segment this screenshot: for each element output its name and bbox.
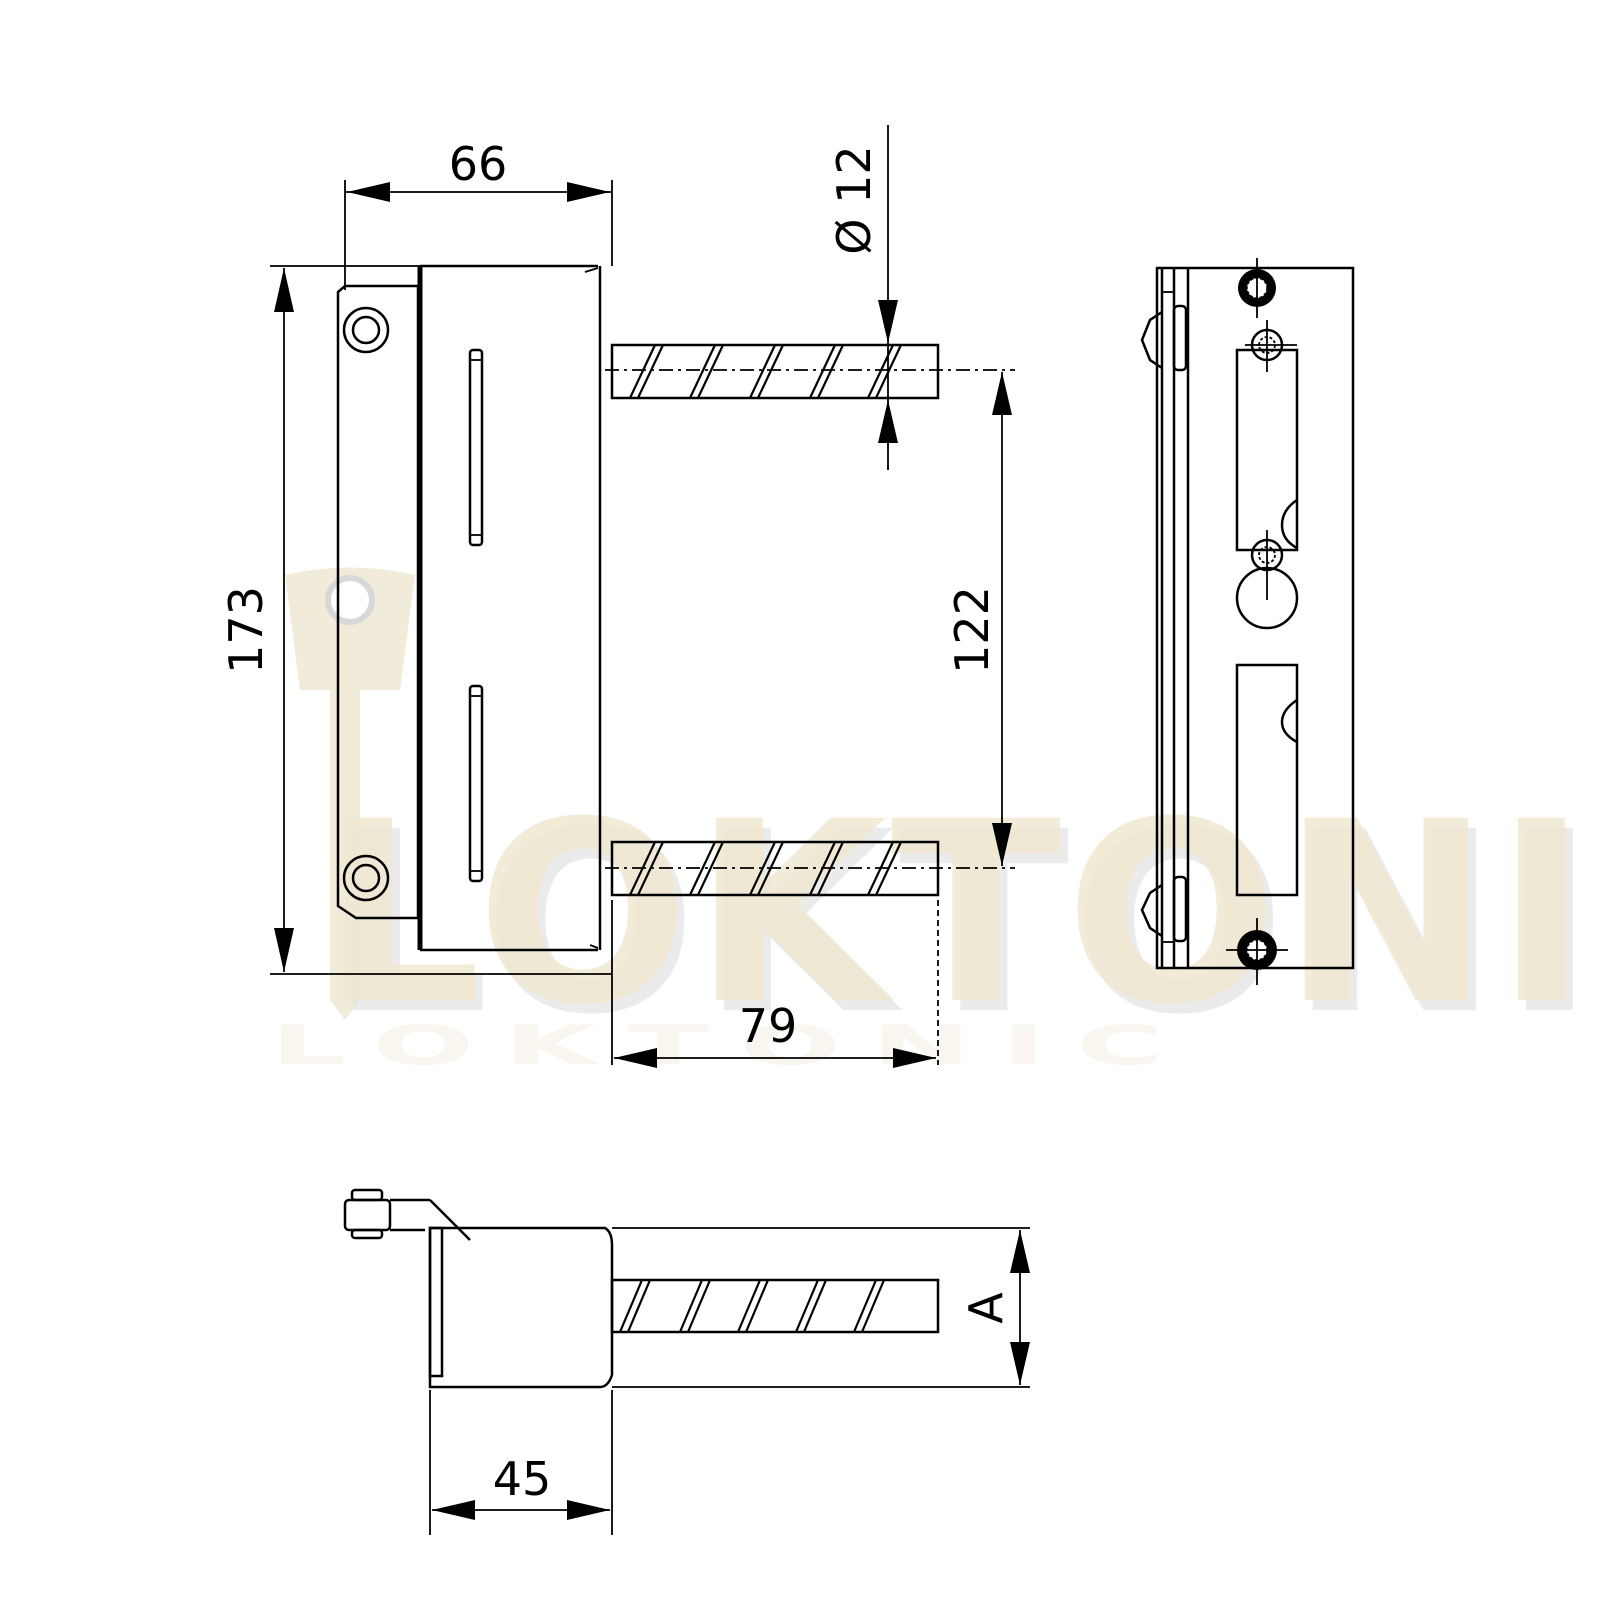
- top-view: [343, 1188, 1030, 1389]
- dimension-variable-a: A: [959, 1230, 1030, 1385]
- front-view: [336, 264, 1015, 952]
- watermark-text: LOKTONIC: [322, 768, 1600, 1059]
- watermark-reflection: LOKTONIC: [270, 1014, 1194, 1077]
- dimension-label-width: 66: [449, 137, 508, 191]
- dimension-label-height: 173: [219, 586, 273, 674]
- watermark: LOKTONIC LOKTONIC LOKTONIC: [270, 567, 1600, 1077]
- dimension-label-projection: 79: [739, 999, 798, 1053]
- dimension-label-diameter: Ø 12: [827, 145, 881, 254]
- screw-icon: [342, 306, 390, 354]
- dimension-height-173: 173: [219, 265, 612, 975]
- dimension-bolt-projection: 79: [611, 900, 939, 1068]
- lower-bolt: [605, 840, 1015, 897]
- side-view: [1140, 258, 1355, 985]
- screw-icon: [342, 854, 390, 902]
- screw-icon: [1245, 320, 1297, 372]
- screw-icon: [1226, 918, 1288, 985]
- dimension-label-depth: 45: [493, 1452, 552, 1506]
- dimension-bolt-spacing: 122: [945, 372, 1012, 866]
- screw-icon: [1238, 258, 1276, 318]
- dimension-label-spacing: 122: [945, 586, 999, 674]
- dimension-label-a: A: [959, 1292, 1013, 1324]
- dimension-width-66: 66: [344, 137, 613, 290]
- screw-icon: [1250, 530, 1284, 600]
- watermark-text-shadow: LOKTONIC: [330, 778, 1600, 1069]
- upper-bolt: [605, 343, 1015, 400]
- dimension-depth-45: 45: [429, 1390, 613, 1535]
- dimension-bolt-diameter: Ø 12: [827, 125, 898, 470]
